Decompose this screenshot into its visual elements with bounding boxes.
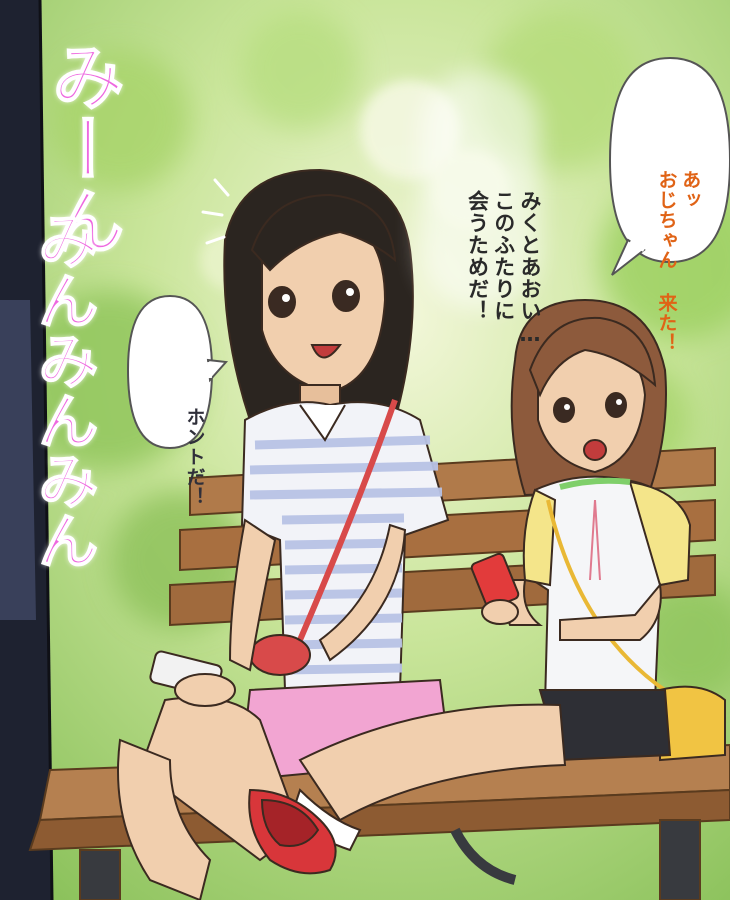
narration-line3: 会うためだ！ — [465, 190, 490, 322]
narration-line2: このふたりに — [491, 190, 516, 322]
speech-hontoda-text: ホントだ！ — [158, 315, 229, 507]
speech-hontoda-line1: ホントだ！ — [183, 407, 206, 507]
left-panel-border — [0, 0, 54, 900]
narration-text: みくとあおい… このふたりに 会うためだ！ — [438, 90, 569, 347]
speech-ao-text: あッ おじちゃん 来た！ — [630, 78, 725, 353]
speech-bubble-ao — [608, 56, 730, 276]
sound-effect-line1: みーん — [39, 39, 125, 257]
girl-right — [248, 298, 726, 875]
speech-ao-line2: おじちゃん 来た！ — [655, 170, 678, 353]
sound-effect-text: みーん — [30, 39, 135, 640]
narration-glow — [420, 70, 540, 310]
surprise-lines — [201, 178, 230, 245]
speech-bubble-hontoda — [126, 294, 229, 450]
sound-effect-line2: みんみんみん — [27, 209, 99, 571]
speech-ao-line1: あッ — [679, 170, 702, 210]
narration-line1: みくとあおい… — [518, 190, 542, 347]
sound-effect-text-2: みんみんみん — [20, 209, 107, 630]
